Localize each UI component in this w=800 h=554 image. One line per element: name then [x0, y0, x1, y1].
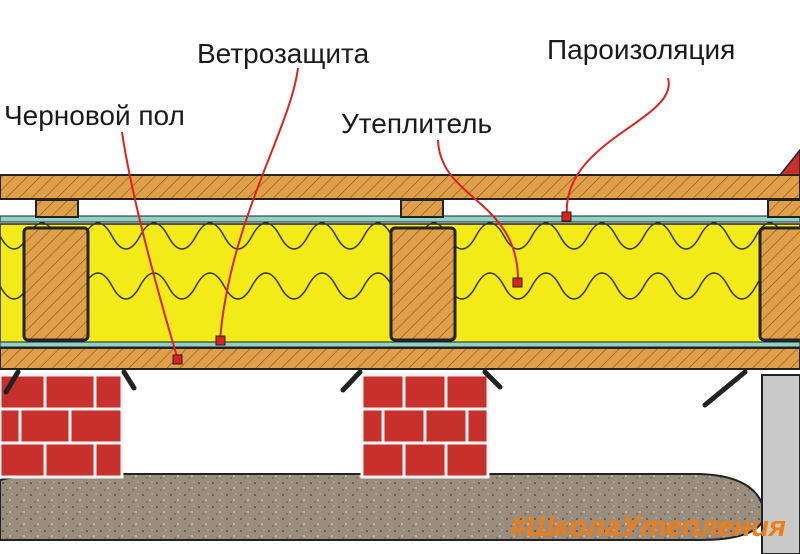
wall-corner — [778, 148, 800, 176]
floor-joists — [22, 226, 800, 342]
brick-pier-left — [0, 373, 124, 479]
watermark-hashtag: #ШколаУтепления — [509, 511, 786, 543]
joist-middle — [389, 226, 457, 342]
concrete-post — [761, 374, 800, 554]
windproof-membrane — [0, 341, 800, 348]
counter-battens — [35, 199, 800, 218]
callout-marker-icon — [172, 211, 572, 365]
joist-right — [758, 226, 800, 342]
label-insulation: Утеплитель — [341, 108, 493, 139]
label-windproof: Ветрозащита — [197, 38, 370, 69]
callout-lines — [121, 67, 670, 361]
finish-floor-board — [0, 174, 800, 200]
support-struts — [3, 369, 748, 408]
brick-pier-middle — [360, 373, 490, 479]
joist-left — [22, 226, 90, 342]
subfloor-board — [0, 347, 800, 370]
label-subfloor: Черновой пол — [4, 100, 185, 131]
label-vapor-barrier: Пароизоляция — [547, 34, 736, 65]
